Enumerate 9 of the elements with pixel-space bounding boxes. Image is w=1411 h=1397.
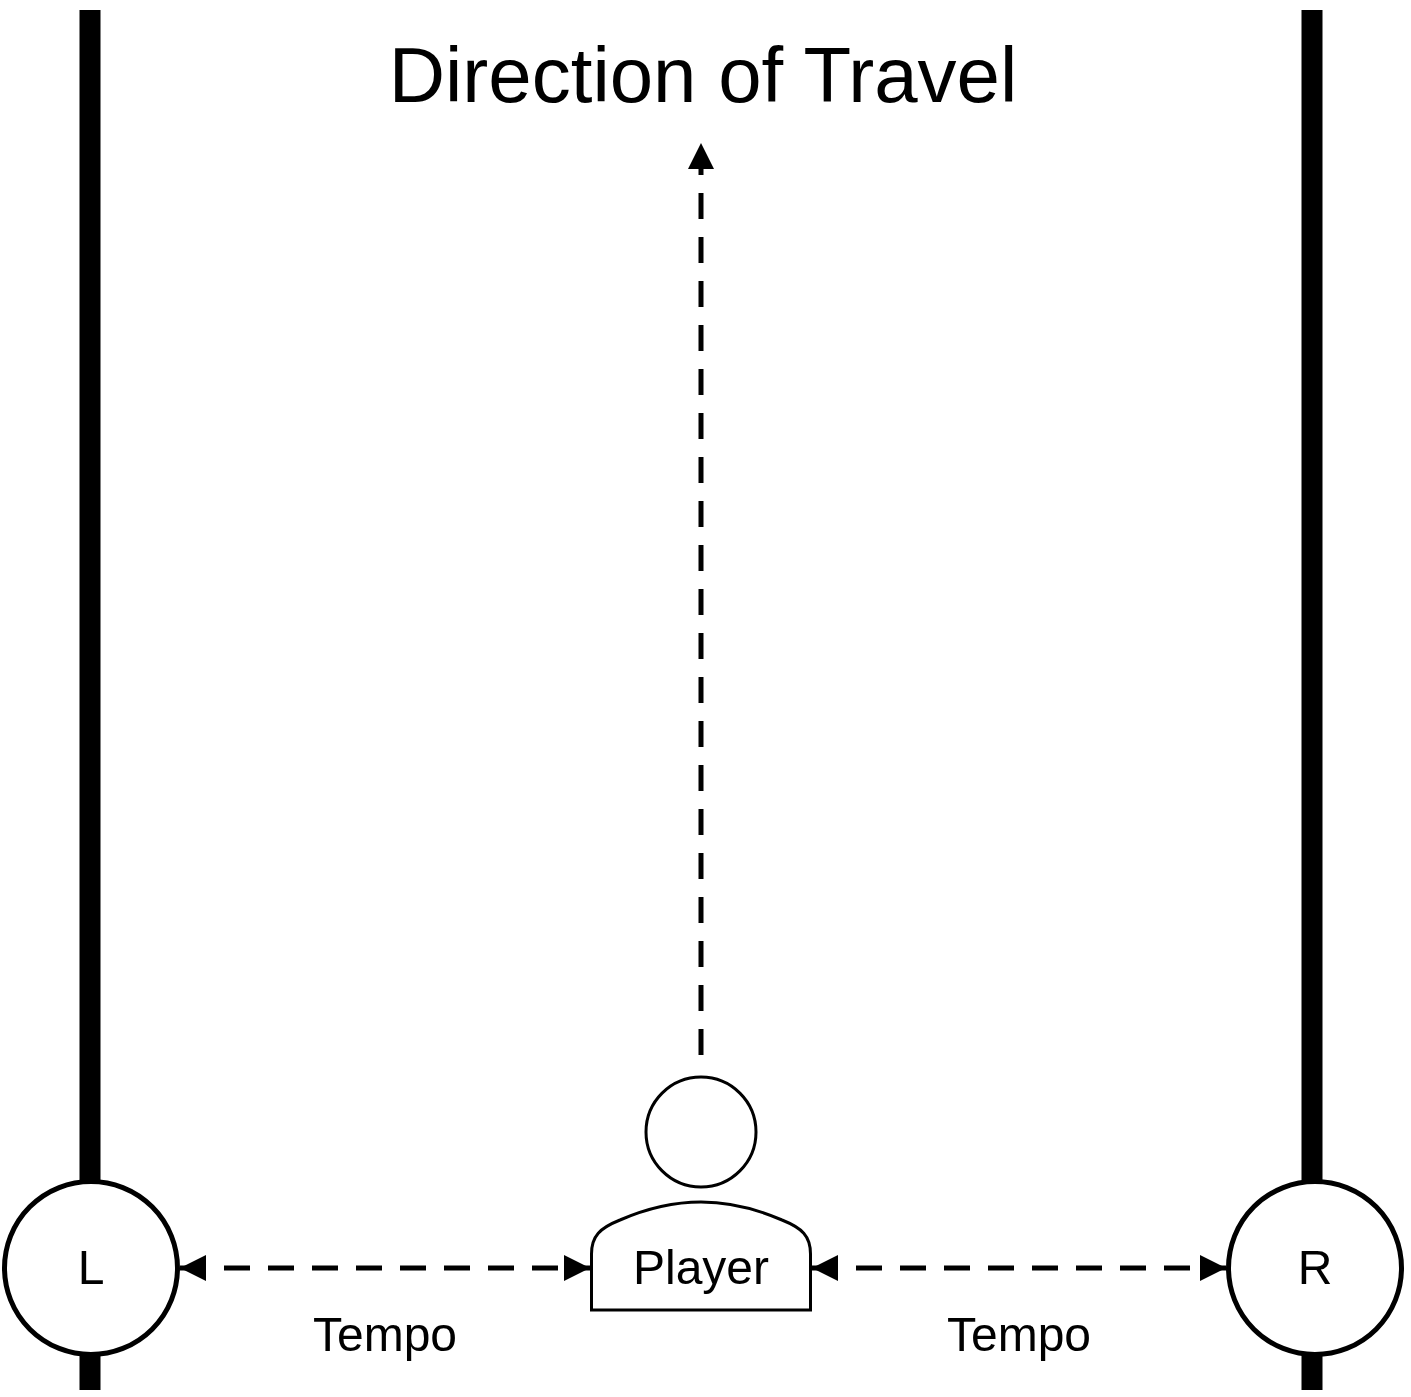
node-label: L — [77, 1244, 105, 1292]
edge-label: Tempo — [312, 1311, 458, 1359]
node-label: R — [1297, 1244, 1333, 1292]
edge-label: Tempo — [946, 1311, 1092, 1359]
dashed-double-arrow — [180, 1255, 590, 1281]
dashed-double-arrow — [812, 1255, 1226, 1281]
dashed-arrow — [688, 143, 714, 1055]
direction-label: Direction of Travel — [388, 36, 1018, 114]
node-label: Player — [632, 1240, 770, 1296]
